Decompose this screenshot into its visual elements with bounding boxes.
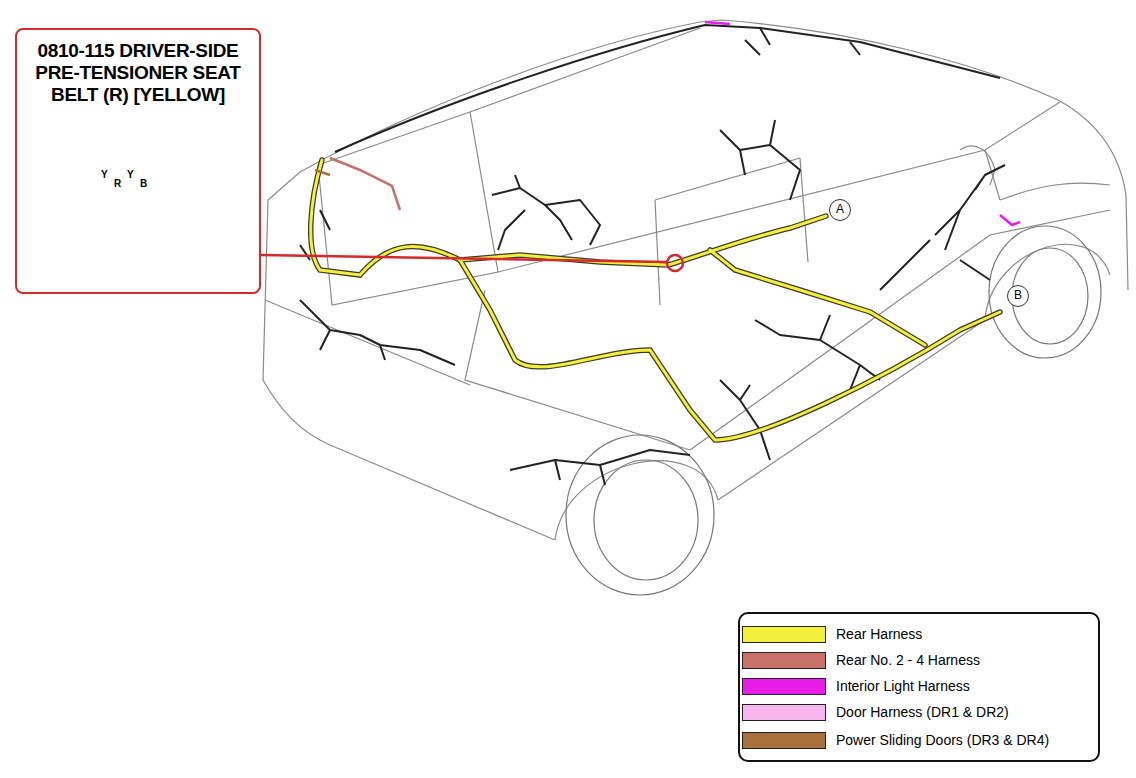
black-wires	[300, 25, 1005, 485]
pin-letter: Y	[127, 169, 134, 180]
legend-row: Interior Light Harness	[742, 677, 1096, 697]
pin-letter: R	[114, 178, 121, 189]
legend-swatch	[742, 678, 826, 695]
other-harnesses	[315, 22, 1020, 225]
reference-circle: A	[829, 199, 851, 221]
pin-letter: B	[140, 178, 147, 189]
legend-swatch	[742, 704, 826, 721]
wheels	[566, 226, 1101, 595]
reference-letter: B	[1008, 286, 1028, 305]
legend-swatch	[742, 626, 826, 643]
leader-line	[261, 255, 683, 271]
legend-row: Power Sliding Doors (DR3 & DR4)	[742, 731, 1096, 751]
callout-title: 0810-115 DRIVER-SIDE PRE-TENSIONER SEAT …	[25, 40, 251, 106]
legend-swatch	[742, 652, 826, 669]
legend-box: Rear HarnessRear No. 2 - 4 HarnessInteri…	[738, 612, 1100, 762]
callout-box: 0810-115 DRIVER-SIDE PRE-TENSIONER SEAT …	[15, 28, 261, 294]
legend-row: Rear Harness	[742, 625, 1096, 645]
reference-letter: A	[830, 200, 850, 219]
legend-text: Rear Harness	[836, 625, 922, 643]
legend-text: Door Harness (DR1 & DR2)	[836, 703, 1009, 721]
legend-text: Rear No. 2 - 4 Harness	[836, 651, 980, 669]
legend-row: Door Harness (DR1 & DR2)	[742, 703, 1096, 723]
pin-letter: Y	[101, 169, 108, 180]
legend-swatch	[742, 732, 826, 749]
legend-text: Power Sliding Doors (DR3 & DR4)	[836, 731, 1049, 749]
legend-text: Interior Light Harness	[836, 677, 970, 695]
legend-row: Rear No. 2 - 4 Harness	[742, 651, 1096, 671]
reference-circle: B	[1007, 285, 1029, 307]
yellow-harness	[311, 160, 1000, 440]
